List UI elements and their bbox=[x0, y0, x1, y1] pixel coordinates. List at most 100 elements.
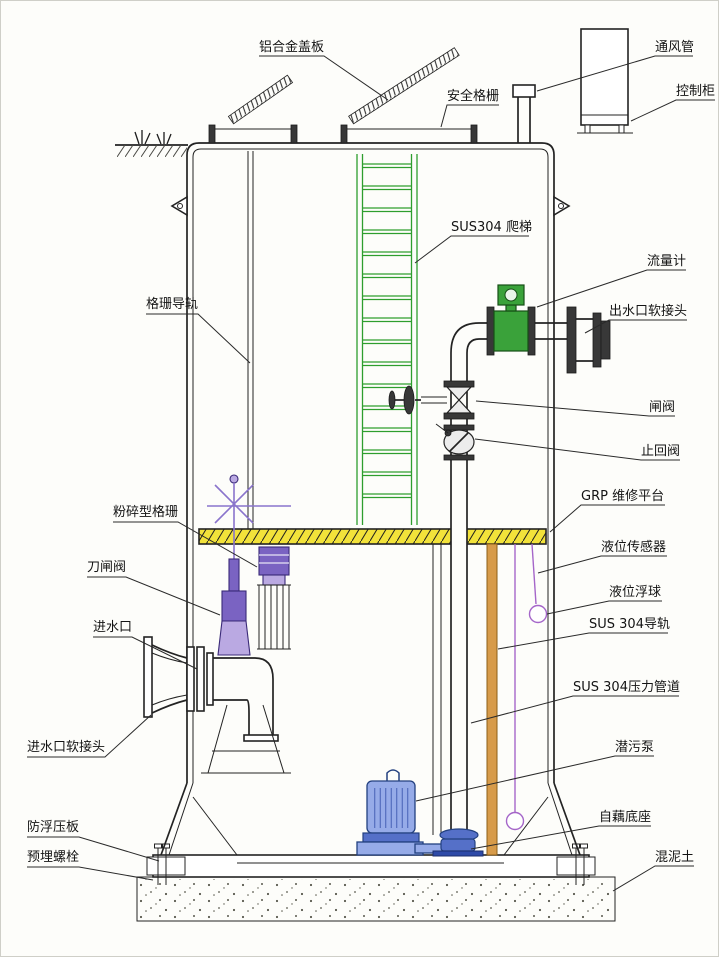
cover-plate-left bbox=[212, 128, 294, 144]
callout-labels: 铝合金盖板 安全格栅 通风管 控制柜 SUS304 爬梯 流量计 出水口软接头 bbox=[27, 39, 715, 892]
check-valve bbox=[435, 423, 475, 461]
label-inlet-soft-joint: 进水口软接头 bbox=[27, 714, 152, 758]
label-text: 流量计 bbox=[647, 254, 686, 269]
open-cover-left bbox=[227, 74, 294, 125]
label-text: 潜污泵 bbox=[615, 740, 654, 755]
leader-line bbox=[536, 269, 686, 308]
leader-line bbox=[93, 636, 198, 670]
inlet-assembly bbox=[143, 636, 291, 774]
grille-guide-rail bbox=[247, 151, 254, 529]
embedded-bolts bbox=[154, 843, 588, 885]
label-text: 闸阀 bbox=[649, 400, 675, 415]
pump-lifting-handle bbox=[386, 769, 400, 781]
leader-line bbox=[113, 521, 258, 568]
discharge-riser bbox=[450, 322, 487, 837]
auto-coupling-base bbox=[432, 828, 484, 857]
label-outlet-soft-joint: 出水口软接头 bbox=[584, 303, 687, 334]
crusher-grille bbox=[257, 546, 291, 650]
label-knife-gate-valve: 刀闸阀 bbox=[87, 560, 221, 616]
label-sus304-rail: SUS 304导轨 bbox=[497, 617, 670, 650]
label-grille-rail: 格珊导轨 bbox=[146, 296, 251, 364]
knife-gate-valve-assembly bbox=[217, 558, 251, 656]
label-level-sensor: 液位传感器 bbox=[537, 539, 667, 574]
outlet-soft-joint bbox=[566, 306, 611, 374]
top-covers bbox=[208, 47, 478, 144]
label-gate-valve: 闸阀 bbox=[475, 400, 675, 417]
label-crusher-grille: 粉碎型格珊 bbox=[113, 504, 258, 568]
label-auto-coupling-base: 自藕底座 bbox=[470, 809, 651, 850]
leader-line bbox=[475, 400, 675, 417]
base-ring bbox=[146, 843, 596, 885]
label-concrete: 混泥土 bbox=[612, 850, 694, 892]
leader-line bbox=[536, 55, 693, 92]
inlet-support-stand bbox=[201, 704, 291, 774]
label-text: SUS 304压力管道 bbox=[573, 680, 680, 695]
label-text: SUS 304导轨 bbox=[589, 617, 670, 632]
label-control-cabinet: 控制柜 bbox=[630, 84, 715, 122]
leader-line bbox=[259, 55, 389, 101]
grp-service-platform bbox=[198, 528, 547, 545]
label-text: 刀闸阀 bbox=[87, 560, 126, 575]
leader-line bbox=[27, 836, 160, 862]
leader-line bbox=[537, 555, 667, 574]
flow-meter bbox=[486, 284, 567, 356]
level-float bbox=[505, 544, 525, 831]
label-text: 液位传感器 bbox=[601, 539, 666, 555]
label-level-float: 液位浮球 bbox=[546, 585, 662, 615]
leader-line bbox=[440, 104, 499, 128]
leader-line bbox=[414, 235, 529, 264]
vent-pipe bbox=[512, 84, 536, 143]
leader-line bbox=[584, 319, 687, 334]
leader-line bbox=[497, 632, 668, 650]
cover-plate-right bbox=[344, 128, 474, 144]
gate-valve bbox=[388, 380, 475, 420]
label-pressure-pipe: SUS 304压力管道 bbox=[470, 680, 680, 724]
label-inlet: 进水口 bbox=[93, 620, 198, 670]
submersible-pump bbox=[356, 769, 444, 856]
label-text: 铝合金盖板 bbox=[259, 39, 324, 55]
control-cabinet bbox=[577, 28, 633, 134]
leader-line bbox=[415, 755, 654, 802]
label-safety-grille: 安全格栅 bbox=[440, 88, 499, 128]
grass-tuft bbox=[134, 130, 151, 145]
leader-line bbox=[470, 695, 679, 724]
label-text: GRP 维修平台 bbox=[581, 489, 664, 504]
leader-line bbox=[549, 504, 665, 533]
label-vent-pipe: 通风管 bbox=[536, 40, 694, 92]
access-ladder bbox=[356, 154, 418, 525]
leader-line bbox=[27, 866, 154, 881]
pump-guide-rails bbox=[432, 544, 442, 835]
open-cover-right bbox=[348, 47, 460, 125]
leader-line bbox=[470, 825, 651, 850]
label-flow-meter: 流量计 bbox=[536, 254, 686, 308]
label-text: 止回阀 bbox=[641, 444, 680, 459]
gate-valve-handwheel bbox=[403, 385, 415, 415]
label-text: 进水口软接头 bbox=[27, 739, 105, 755]
label-text: 通风管 bbox=[655, 40, 694, 55]
inlet-soft-joint-flange bbox=[143, 636, 153, 718]
label-text: 粉碎型格珊 bbox=[113, 504, 178, 520]
label-anti-float-plate: 防浮压板 bbox=[27, 819, 160, 862]
label-text: 出水口软接头 bbox=[609, 303, 687, 319]
leader-line bbox=[27, 714, 152, 758]
label-text: 进水口 bbox=[93, 620, 132, 635]
label-text: 混泥土 bbox=[655, 850, 694, 865]
label-grp-platform: GRP 维修平台 bbox=[549, 489, 665, 533]
leader-line bbox=[612, 865, 694, 892]
sus304-guide-rail-bar bbox=[486, 543, 498, 856]
leader-line bbox=[546, 600, 662, 615]
label-aluminum-cover: 铝合金盖板 bbox=[259, 39, 389, 101]
leader-line bbox=[87, 576, 221, 616]
label-check-valve: 止回阀 bbox=[474, 438, 680, 461]
label-text: 防浮压板 bbox=[27, 819, 79, 835]
label-text: 自藕底座 bbox=[599, 809, 651, 825]
crusher-hoist-frame bbox=[207, 474, 291, 561]
ground-surface bbox=[115, 130, 188, 157]
label-ladder: SUS304 爬梯 bbox=[414, 220, 532, 264]
label-embedded-bolt: 预埋螺栓 bbox=[27, 850, 154, 881]
concrete-foundation bbox=[136, 876, 616, 922]
label-text: 液位浮球 bbox=[609, 585, 661, 600]
label-text: 格珊导轨 bbox=[146, 296, 198, 312]
